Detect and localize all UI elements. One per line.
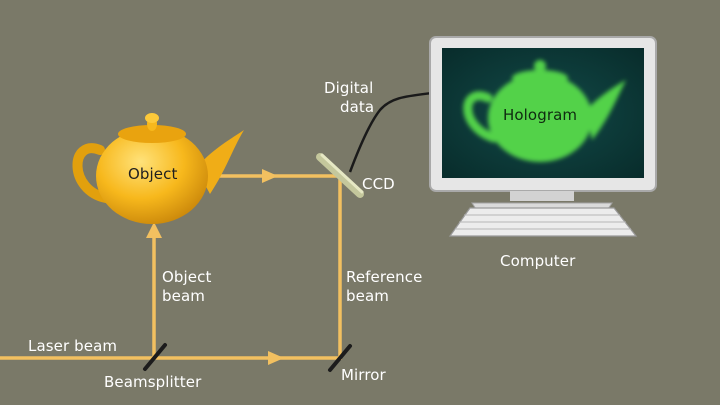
hologram-teapot-icon <box>463 60 626 162</box>
object-beam-label-line1: Object <box>162 268 212 286</box>
object-beam-arrow <box>146 222 162 238</box>
reference-beam-label-line1: Reference <box>346 268 423 286</box>
keyboard-icon <box>448 207 638 237</box>
ccd-icon <box>316 153 364 198</box>
digital-data-label-line1: Digital <box>324 79 374 97</box>
ccd-label: CCD <box>362 175 395 193</box>
data-cable <box>348 90 441 173</box>
mirror-icon <box>328 344 352 372</box>
laser-arrow <box>268 351 284 365</box>
beam-arrows <box>146 169 284 365</box>
beamsplitter-icon <box>143 343 167 371</box>
object-label: Object <box>128 165 178 183</box>
beam-paths <box>0 174 342 360</box>
hologram-label: Hologram <box>503 106 578 124</box>
laser-beam-label: Laser beam <box>28 337 118 355</box>
digital-data-label-line2: data <box>340 98 375 116</box>
object-beam-label-line2: beam <box>162 287 205 305</box>
beamsplitter-label: Beamsplitter <box>104 373 202 391</box>
computer-label: Computer <box>500 252 576 270</box>
teapot-icon <box>72 113 244 224</box>
reference-arrow <box>262 169 278 183</box>
mirror-label: Mirror <box>341 366 386 384</box>
reference-beam-label-line2: beam <box>346 287 389 305</box>
